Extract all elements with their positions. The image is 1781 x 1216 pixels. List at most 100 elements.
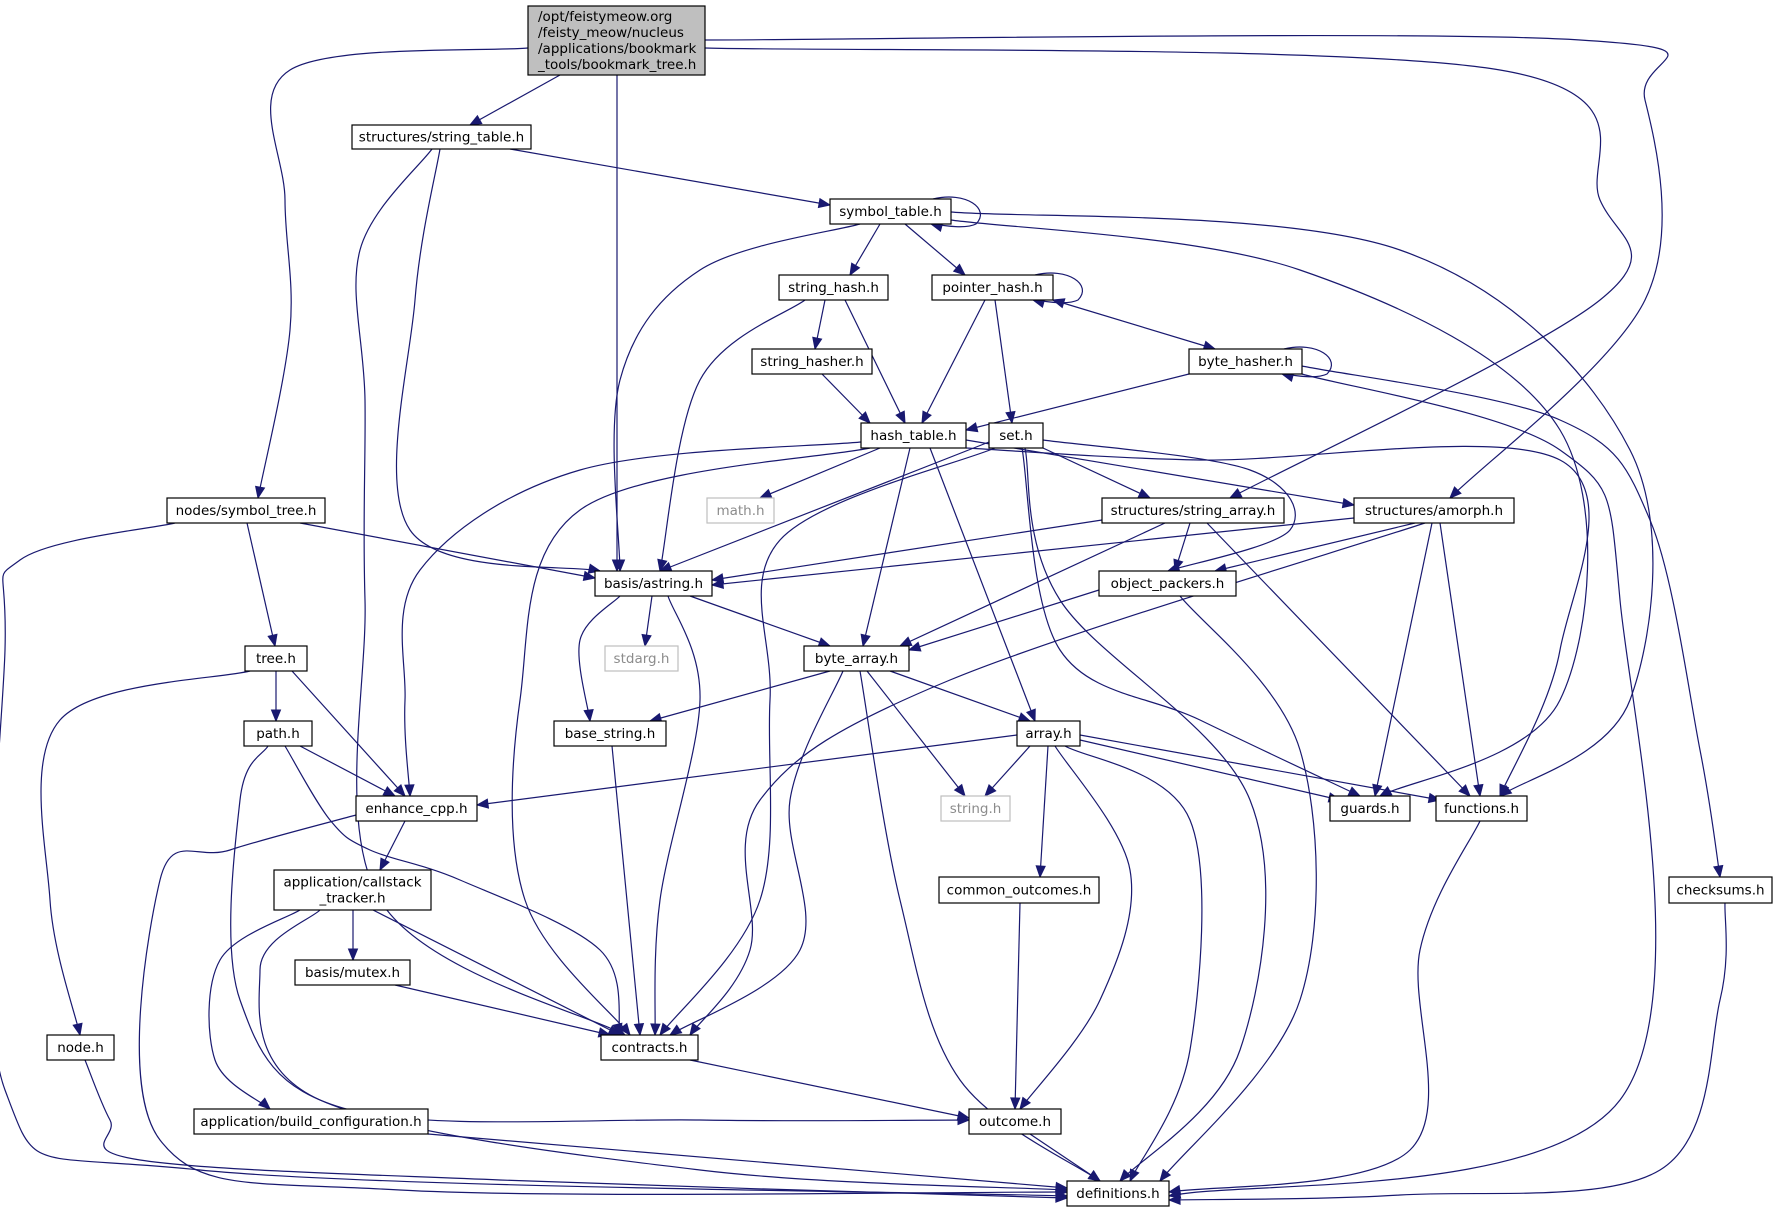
node-box xyxy=(604,645,679,672)
edge-symbol_tree-to-definitions xyxy=(0,522,1069,1201)
node-pointer-hash[interactable]: pointer_hash.h xyxy=(931,274,1054,301)
node-box xyxy=(803,645,910,672)
node-box xyxy=(1098,570,1237,597)
edge-astring-to-contracts xyxy=(650,595,701,1037)
node-definitions[interactable]: definitions.h xyxy=(1066,1180,1170,1207)
node-label: _tools/bookmark_tree.h xyxy=(537,57,696,73)
node-string-hash[interactable]: string_hash.h xyxy=(778,274,889,301)
edge-amorph-to-object_packers xyxy=(1213,522,1416,574)
node-box xyxy=(968,1108,1062,1135)
node-label: enhance_cpp.h xyxy=(365,801,467,817)
edge-string_hash-to-string_hasher xyxy=(812,299,826,351)
edge-root-to-symbol_tree xyxy=(254,47,529,500)
node-label: string_hash.h xyxy=(788,280,879,296)
node-string-array[interactable]: structures/string_array.h xyxy=(1101,497,1285,524)
node-label: /applications/bookmark xyxy=(538,41,696,57)
edge-array-to-definitions xyxy=(1064,745,1203,1183)
node-label: contracts.h xyxy=(612,1040,688,1056)
edge-symbol_tree-to-astring xyxy=(299,522,597,582)
node-label: node.h xyxy=(57,1040,104,1056)
edge-string_array-to-astring xyxy=(710,519,1103,584)
node-root[interactable]: /opt/feistymeow.org/feisty_meow/nucleus/… xyxy=(527,5,706,76)
node-functions[interactable]: functions.h xyxy=(1435,795,1528,822)
edge-hash_table-to-amorph xyxy=(965,439,1356,509)
node-label: common_outcomes.h xyxy=(947,883,1092,899)
node-symbol-tree[interactable]: nodes/symbol_tree.h xyxy=(166,497,326,524)
node-label: path.h xyxy=(256,726,300,742)
node-box xyxy=(244,645,308,672)
edge-hash_table-to-functions xyxy=(965,445,1590,798)
node-contracts[interactable]: contracts.h xyxy=(600,1034,699,1061)
edge-functions-to-definitions xyxy=(1167,820,1481,1196)
node-guards[interactable]: guards.h xyxy=(1329,795,1411,822)
edge-symbol_table-to-pointer_hash xyxy=(904,223,967,276)
node-node[interactable]: node.h xyxy=(46,1034,115,1061)
edge-checksums-to-definitions xyxy=(1167,902,1727,1205)
edge-contracts-to-outcome xyxy=(689,1059,971,1121)
edge-object_packers-to-definitions xyxy=(1159,595,1317,1183)
edge-set-to-definitions xyxy=(1024,447,1267,1182)
node-stdarg[interactable]: stdarg.h xyxy=(604,645,679,672)
node-tree[interactable]: tree.h xyxy=(244,645,308,672)
node-box xyxy=(193,1108,429,1135)
edge-array-to-enhance_cpp xyxy=(475,734,1018,809)
edge-root-to-string_array xyxy=(704,47,1633,499)
edge-string_table-to-astring xyxy=(395,148,602,574)
node-string-h[interactable]: string.h xyxy=(940,795,1011,822)
node-base-string[interactable]: base_string.h xyxy=(553,720,667,747)
edge-node-to-definitions xyxy=(84,1059,1069,1203)
node-checksums[interactable]: checksums.h xyxy=(1668,876,1773,904)
node-callstack[interactable]: application/callstack_tracker.h xyxy=(273,869,432,911)
node-box xyxy=(1668,876,1773,904)
node-set[interactable]: set.h xyxy=(988,422,1044,449)
node-array[interactable]: array.h xyxy=(1016,720,1081,747)
node-common-outcomes[interactable]: common_outcomes.h xyxy=(938,876,1100,904)
node-byte-hasher[interactable]: byte_hasher.h xyxy=(1188,348,1303,375)
node-label: math.h xyxy=(716,503,764,519)
node-build-config[interactable]: application/build_configuration.h xyxy=(193,1108,429,1135)
node-label: string.h xyxy=(950,801,1002,817)
edge-tree-to-node xyxy=(40,670,251,1037)
node-symbol-table[interactable]: symbol_table.h xyxy=(829,198,952,225)
node-label: application/callstack xyxy=(283,875,421,891)
node-box xyxy=(931,274,1054,301)
node-math[interactable]: math.h xyxy=(706,497,775,524)
node-astring[interactable]: basis/astring.h xyxy=(594,570,713,597)
node-object-packers[interactable]: object_packers.h xyxy=(1098,570,1237,597)
node-enhance-cpp[interactable]: enhance_cpp.h xyxy=(355,795,478,822)
edge-byte_array-to-contracts xyxy=(668,670,844,1036)
node-box xyxy=(594,570,713,597)
node-amorph[interactable]: structures/amorph.h xyxy=(1353,497,1515,524)
edge-path-to-outcome xyxy=(230,745,971,1126)
node-label: definitions.h xyxy=(1076,1186,1159,1202)
node-box xyxy=(860,422,967,449)
edge-amorph-to-functions xyxy=(1439,522,1484,798)
edge-enhance_cpp-to-callstack xyxy=(379,820,406,872)
node-hash-table[interactable]: hash_table.h xyxy=(860,422,967,449)
node-mutex[interactable]: basis/mutex.h xyxy=(294,959,411,986)
node-label: hash_table.h xyxy=(870,428,956,444)
node-label: basis/mutex.h xyxy=(305,965,400,981)
node-box xyxy=(1435,795,1528,822)
edge-root-to-amorph xyxy=(704,34,1669,499)
node-box xyxy=(273,869,432,911)
edge-root-to-astring xyxy=(611,75,623,573)
edge-symbol_table-to-string_hash xyxy=(849,223,881,277)
node-box xyxy=(553,720,667,747)
node-string-table[interactable]: structures/string_table.h xyxy=(351,124,532,150)
node-outcome[interactable]: outcome.h xyxy=(968,1108,1062,1135)
node-box xyxy=(46,1034,115,1061)
node-string-hasher[interactable]: string_hasher.h xyxy=(751,348,873,375)
node-label: pointer_hash.h xyxy=(942,280,1042,296)
edge-common_outcomes-to-outcome xyxy=(1010,902,1021,1111)
node-box xyxy=(1101,497,1285,524)
edge-base_string-to-contracts xyxy=(611,745,645,1037)
node-path[interactable]: path.h xyxy=(243,720,313,747)
node-byte-array[interactable]: byte_array.h xyxy=(803,645,910,672)
edge-byte_array-to-definitions xyxy=(859,670,1102,1182)
node-label: structures/amorph.h xyxy=(1365,503,1503,519)
edge-array-to-outcome xyxy=(1019,745,1133,1111)
node-box xyxy=(829,198,952,225)
node-box xyxy=(243,720,313,747)
edge-tree-to-path xyxy=(270,671,282,723)
